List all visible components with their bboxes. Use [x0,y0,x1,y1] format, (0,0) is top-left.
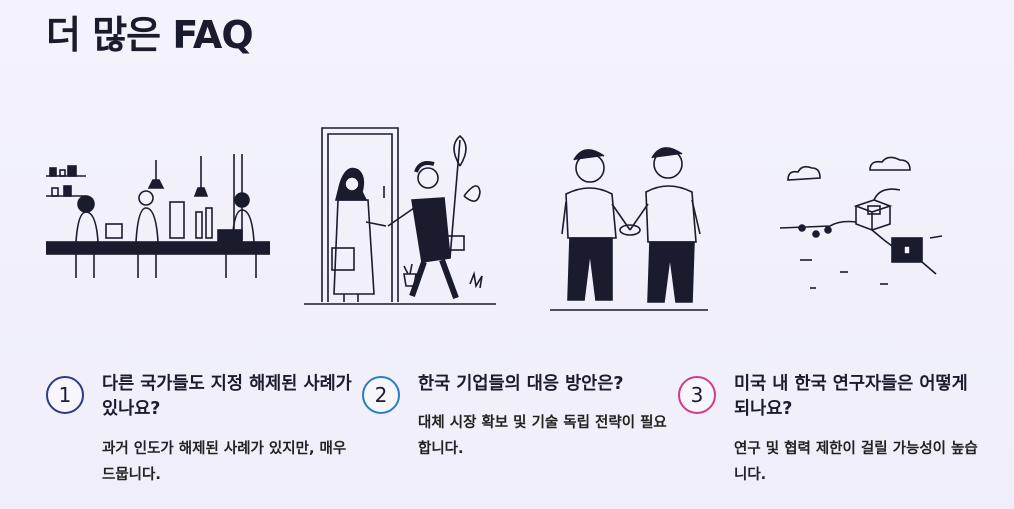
faq-number: 3 [690,383,704,407]
laboratory-illustration [46,154,270,278]
handshake-illustration [550,147,708,311]
network-cloud-illustration [780,156,943,289]
page-title: 더 많은 FAQ [46,13,254,57]
doorway-greeting-illustration [304,127,496,305]
faq-number-badge: 1 [46,376,84,414]
faq-question: 다른 국가들도 지정 해제된 사례가 있나요? [102,374,352,419]
faq-question: 미국 내 한국 연구자들은 어떻게 되나요? [734,374,968,419]
faq-answer: 대체 시장 확보 및 기술 독립 전략이 필요합니다. [418,415,667,457]
faq-number-badge: 2 [362,376,400,414]
faq-number: 2 [374,383,388,407]
faq-answer: 과거 인도가 해제된 사례가 있지만, 매우 드뭅니다. [102,441,347,483]
faq-answer: 연구 및 협력 제한이 걸릴 가능성이 높습니다. [734,441,978,483]
faq-number-badge: 3 [678,376,716,414]
faq-question: 한국 기업들의 대응 방안은? [418,374,624,394]
faq-number: 1 [58,383,72,407]
